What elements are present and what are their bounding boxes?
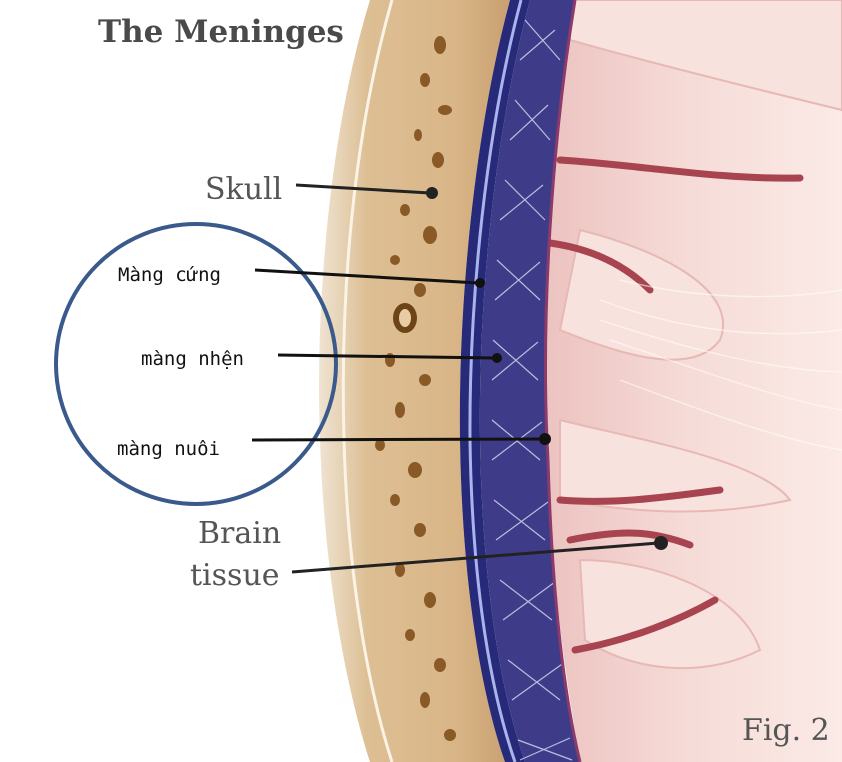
- brain-fibers: [599, 279, 842, 451]
- dura-highlight: [468, 0, 523, 762]
- pia-dot: [539, 433, 551, 445]
- arachnoid-leader: [277, 353, 496, 360]
- skull-dot: [426, 187, 438, 199]
- bone-pores: [375, 36, 456, 741]
- figure-label: Fig. 2: [742, 713, 830, 748]
- brain-dot: [654, 536, 668, 550]
- brain-leader: [291, 541, 659, 574]
- dura-leader: [254, 268, 479, 285]
- brain-label-line1: Brain: [198, 516, 281, 551]
- highlight-circle: [54, 222, 338, 506]
- pia-label: màng nuôi: [117, 438, 220, 460]
- arachnoid-layer: [479, 0, 580, 762]
- arachnoid-label: màng nhện: [141, 348, 244, 370]
- gyri: [558, 0, 842, 670]
- sulci: [546, 156, 804, 654]
- skull-leader: [295, 183, 431, 195]
- skull-label: Skull: [205, 172, 282, 207]
- dura-dot: [475, 278, 485, 288]
- skull-outer-cortex: [341, 0, 394, 762]
- dura-label: Màng cứng: [118, 264, 221, 286]
- title: The Meninges: [98, 14, 344, 50]
- brain-label-line2: tissue: [190, 558, 280, 593]
- arachnoid-dot: [492, 353, 502, 363]
- pia-leader: [251, 437, 544, 442]
- arachnoid-trabeculae: [491, 19, 573, 761]
